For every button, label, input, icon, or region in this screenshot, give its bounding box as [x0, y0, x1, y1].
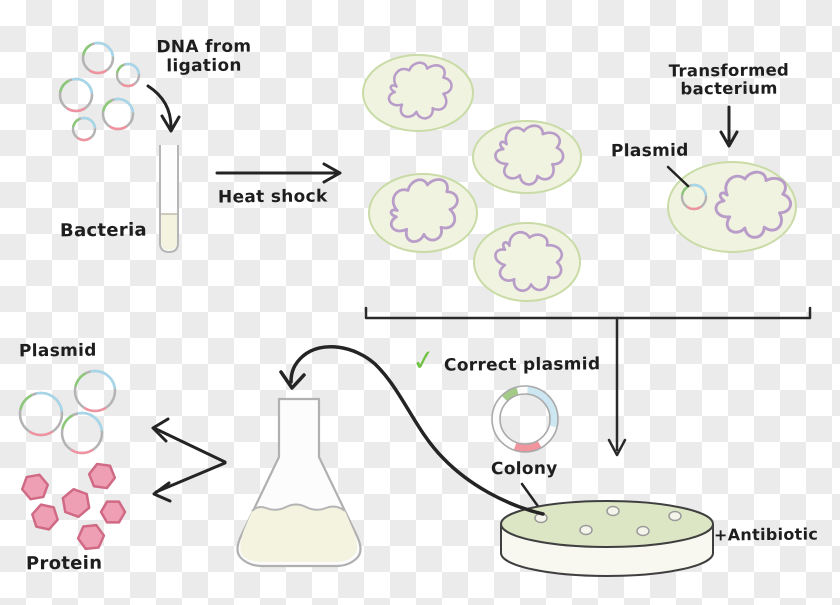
bacterium-cell [472, 116, 582, 194]
correct-plasmid-map [491, 385, 559, 453]
agar-surface [500, 500, 714, 548]
label-heat-shock: Heat shock [217, 186, 328, 208]
protein-hexagon [77, 524, 105, 549]
bacterium-cell [362, 54, 474, 132]
bacterium-cell [368, 172, 478, 253]
protein-hexagon [101, 502, 125, 523]
plasmid-icon [103, 99, 133, 129]
culture-flask [236, 397, 362, 568]
plasmid-icon [75, 371, 115, 411]
dna-to-tube-arrow [146, 84, 181, 133]
purified-plasmid-group [20, 371, 115, 453]
protein-hexagon [59, 487, 94, 519]
transformed-bacterium-cell [667, 161, 797, 253]
flask-liquid [240, 504, 357, 562]
label-correct-plasmid: Correct plasmid [443, 354, 601, 376]
colony-dot [606, 505, 620, 517]
label-transformed-bacterium: Transformed bacterium [668, 60, 790, 99]
colony-dot [668, 510, 682, 522]
colony-to-flask-arrow [279, 344, 545, 516]
label-bacteria: Bacteria [59, 219, 148, 242]
plasmid-icon [60, 79, 92, 111]
label-plasmid-top: Plasmid [610, 140, 689, 162]
plasmid-icon [73, 118, 95, 140]
label-colony: Colony [490, 458, 558, 480]
label-dna-from-ligation: DNA from ligation [156, 36, 252, 77]
selection-bracket [364, 306, 812, 457]
plasmid-icon [83, 43, 113, 73]
plasmid-icon [62, 413, 102, 453]
bacterium-cell [473, 218, 581, 306]
plasmid-icon [20, 393, 62, 435]
tube-liquid [161, 214, 177, 250]
ligation-plasmid-group [60, 43, 139, 140]
plasmid-pointer-line [666, 165, 690, 188]
colony-dot [579, 524, 593, 536]
protein-hexagon [20, 474, 50, 501]
protein-group [20, 463, 125, 550]
colony-dot [636, 525, 650, 537]
protein-hexagon [88, 463, 117, 489]
flask-output-arrows [151, 417, 227, 503]
check-icon: ✓ [409, 342, 438, 379]
transformed-bacterium-arrow [719, 105, 739, 148]
label-plasmid-bottom: Plasmid [18, 340, 97, 362]
test-tube [159, 145, 179, 254]
label-antibiotic: +Antibiotic [713, 524, 819, 545]
protein-hexagon [30, 503, 60, 530]
plasmid-icon [117, 64, 139, 86]
bacteria-group [362, 54, 582, 306]
label-protein: Protein [25, 552, 103, 575]
petri-dish [500, 500, 714, 577]
heat-shock-arrow [215, 162, 342, 184]
